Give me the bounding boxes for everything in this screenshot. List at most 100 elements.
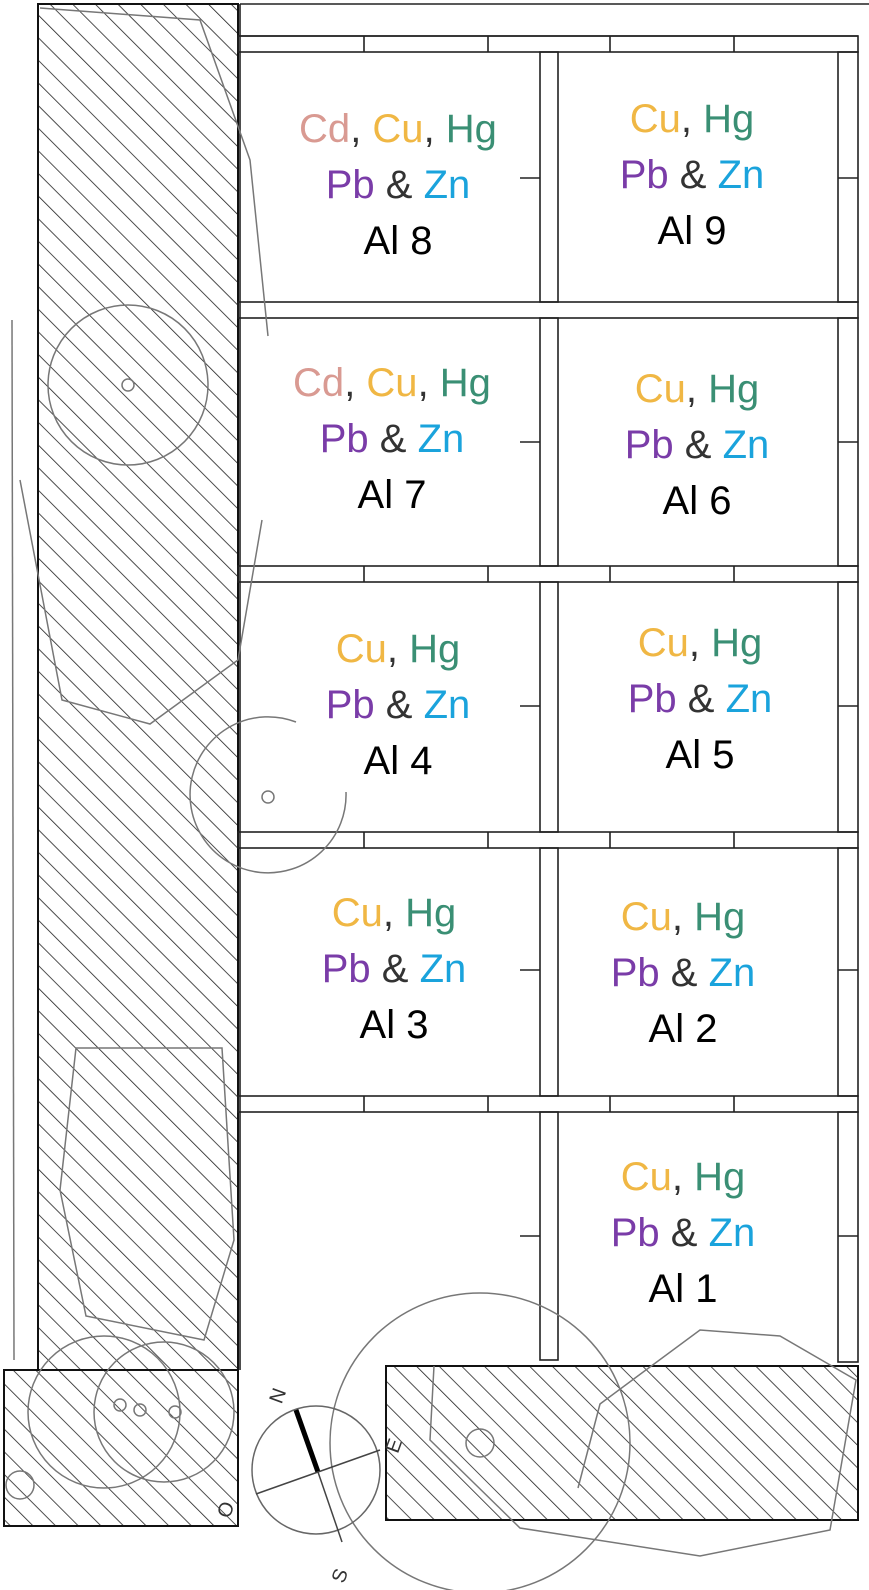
metal-sep: & bbox=[375, 163, 424, 207]
metal-cu: Cu bbox=[366, 361, 417, 405]
metal-pb: Pb bbox=[326, 683, 375, 727]
cell-al4-metals-line-1: Cu, Hg bbox=[336, 627, 461, 671]
sketch-overlays bbox=[5, 7, 857, 1590]
metal-zn: Zn bbox=[723, 423, 770, 467]
post-ticks bbox=[520, 177, 858, 1237]
cell-al2-metals-line-2: Pb & Zn bbox=[611, 951, 756, 995]
metal-zn: Zn bbox=[709, 951, 756, 995]
metal-zn: Zn bbox=[420, 947, 467, 991]
east-west-axis bbox=[255, 1449, 381, 1495]
metal-sep: & bbox=[660, 1211, 709, 1255]
cell-al1-metals-line-2: Pb & Zn bbox=[611, 1211, 756, 1255]
cell-al7-metals-line-2: Pb & Zn bbox=[320, 417, 465, 461]
metal-hg: Hg bbox=[694, 1155, 745, 1199]
metal-hg: Hg bbox=[446, 107, 497, 151]
metal-pb: Pb bbox=[611, 1211, 660, 1255]
metal-sep: & bbox=[677, 677, 726, 721]
metal-cu: Cu bbox=[372, 107, 423, 151]
cell-al2-label: Al 2 bbox=[649, 1007, 718, 1051]
metal-sep: , bbox=[344, 361, 366, 405]
metal-hg: Hg bbox=[711, 621, 762, 665]
metal-cu: Cu bbox=[638, 621, 689, 665]
metal-pb: Pb bbox=[320, 417, 369, 461]
metal-sep: & bbox=[674, 423, 723, 467]
cell-al9-metals-line-1: Cu, Hg bbox=[630, 97, 755, 141]
metal-pb: Pb bbox=[620, 153, 669, 197]
metal-pb: Pb bbox=[322, 947, 371, 991]
metal-sep: & bbox=[369, 417, 418, 461]
metal-zn: Zn bbox=[424, 163, 471, 207]
metal-pb: Pb bbox=[326, 163, 375, 207]
metal-pb: Pb bbox=[625, 423, 674, 467]
grid-frame bbox=[237, 3, 869, 1370]
metal-sep: , bbox=[672, 1155, 694, 1199]
north-needle bbox=[293, 1409, 321, 1473]
cell-al6-metals-line-2: Pb & Zn bbox=[625, 423, 770, 467]
metal-sep: , bbox=[686, 367, 708, 411]
metal-hg: Hg bbox=[694, 895, 745, 939]
cell-al3-metals-line-2: Pb & Zn bbox=[322, 947, 467, 991]
metal-hg: Hg bbox=[409, 627, 460, 671]
metal-cu: Cu bbox=[336, 627, 387, 671]
cell-al7-metals-line-1: Cd, Cu, Hg bbox=[293, 361, 491, 405]
cell-al5-metals-line-2: Pb & Zn bbox=[628, 677, 773, 721]
metal-sep: , bbox=[672, 895, 694, 939]
cell-al8: Cd, Cu, Hg Pb & Zn Al 8 bbox=[299, 107, 497, 263]
metal-pb: Pb bbox=[611, 951, 660, 995]
metal-cu: Cu bbox=[635, 367, 686, 411]
metal-sep: , bbox=[424, 107, 446, 151]
metal-sep: , bbox=[418, 361, 440, 405]
compass-south-label: S bbox=[328, 1566, 353, 1586]
cell-al3-label: Al 3 bbox=[360, 1003, 429, 1047]
cell-al1: Cu, Hg Pb & Zn Al 1 bbox=[611, 1155, 756, 1311]
cell-al5-label: Al 5 bbox=[666, 733, 735, 777]
metal-hg: Hg bbox=[440, 361, 491, 405]
metal-hg: Hg bbox=[703, 97, 754, 141]
metal-cd: Cd bbox=[299, 107, 350, 151]
metal-sep: , bbox=[681, 97, 703, 141]
west-wall bbox=[37, 3, 239, 1373]
south-wall bbox=[385, 1365, 859, 1521]
compass: N S E O bbox=[213, 1385, 407, 1586]
metal-hg: Hg bbox=[405, 891, 456, 935]
metal-zn: Zn bbox=[418, 417, 465, 461]
cell-al1-metals-line-1: Cu, Hg bbox=[621, 1155, 746, 1199]
cell-al9-label: Al 9 bbox=[658, 209, 727, 253]
cell-al6: Cu, Hg Pb & Zn Al 6 bbox=[625, 367, 770, 523]
cell-al8-metals-line-1: Cd, Cu, Hg bbox=[299, 107, 497, 151]
compass-west-label: O bbox=[213, 1499, 239, 1521]
beam-ticks bbox=[363, 36, 735, 1112]
cell-al7-label: Al 7 bbox=[358, 473, 427, 517]
compass-north-label: N bbox=[266, 1385, 292, 1406]
cell-al5-metals-line-1: Cu, Hg bbox=[638, 621, 763, 665]
cell-al2-metals-line-1: Cu, Hg bbox=[621, 895, 746, 939]
metal-sep: & bbox=[660, 951, 709, 995]
cell-al4: Cu, Hg Pb & Zn Al 4 bbox=[326, 627, 471, 783]
metal-zn: Zn bbox=[424, 683, 471, 727]
cell-al3-metals-line-1: Cu, Hg bbox=[332, 891, 457, 935]
metal-sep: & bbox=[371, 947, 420, 991]
metal-cu: Cu bbox=[332, 891, 383, 935]
metal-zn: Zn bbox=[726, 677, 773, 721]
metal-cu: Cu bbox=[621, 895, 672, 939]
cell-al6-label: Al 6 bbox=[663, 479, 732, 523]
metal-cu: Cu bbox=[630, 97, 681, 141]
cell-al1-label: Al 1 bbox=[649, 1267, 718, 1311]
metal-zn: Zn bbox=[709, 1211, 756, 1255]
cell-al8-metals-line-2: Pb & Zn bbox=[326, 163, 471, 207]
metal-sep: , bbox=[383, 891, 405, 935]
metal-pb: Pb bbox=[628, 677, 677, 721]
cell-al8-label: Al 8 bbox=[364, 219, 433, 263]
metal-sep: , bbox=[689, 621, 711, 665]
compass-ring bbox=[251, 1405, 381, 1535]
south-needle bbox=[317, 1471, 343, 1543]
cell-al4-label: Al 4 bbox=[364, 739, 433, 783]
cell-al6-metals-line-1: Cu, Hg bbox=[635, 367, 760, 411]
cell-al4-metals-line-2: Pb & Zn bbox=[326, 683, 471, 727]
metal-sep: & bbox=[375, 683, 424, 727]
